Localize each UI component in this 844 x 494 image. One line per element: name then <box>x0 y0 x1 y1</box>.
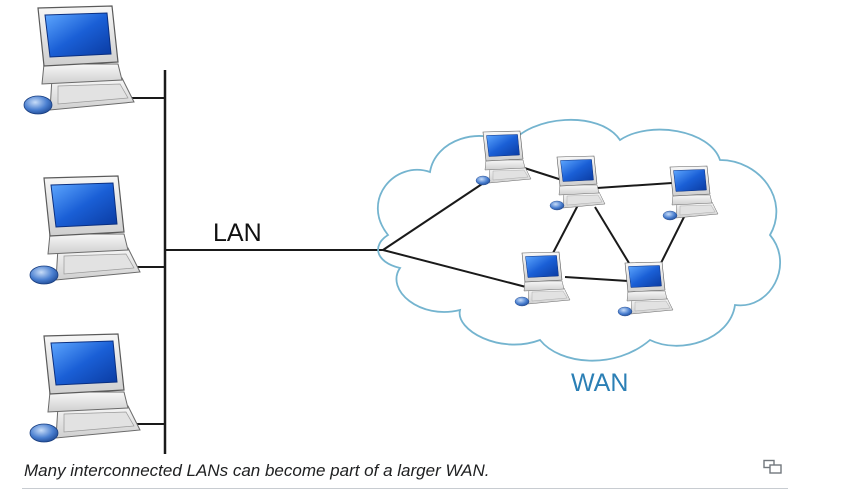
lan-computer-2 <box>29 175 141 285</box>
wan-cloud <box>376 119 781 362</box>
enlarge-icon[interactable] <box>763 459 783 475</box>
lan-wan-diagram: LAN WAN <box>23 5 781 454</box>
wan-computer-1 <box>475 130 532 186</box>
wan-label: WAN <box>571 369 628 397</box>
wan-computer-2 <box>549 155 606 211</box>
wan-computer-3 <box>662 165 719 221</box>
lan-computer-1 <box>23 5 135 115</box>
lan-label: LAN <box>213 219 262 247</box>
wan-computer-5 <box>617 261 674 317</box>
figure-caption: Many interconnected LANs can become part… <box>24 461 490 480</box>
lan-computer-3 <box>29 333 141 443</box>
wan-links <box>382 164 686 288</box>
wan-computer-4 <box>514 251 571 307</box>
caption-divider <box>22 488 788 489</box>
